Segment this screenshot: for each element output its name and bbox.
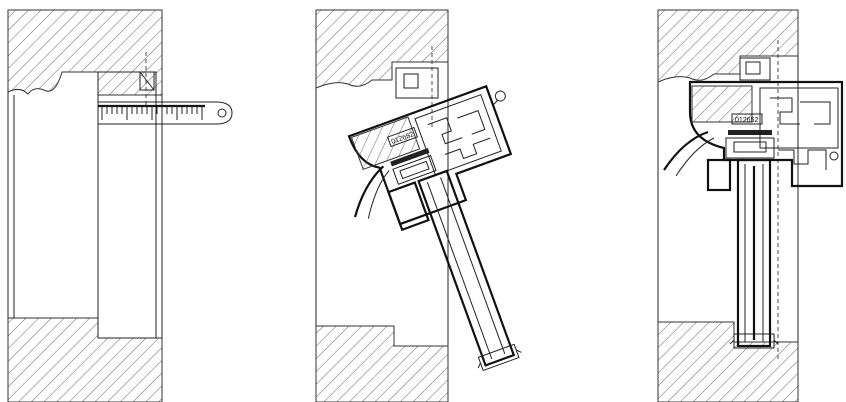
measuring-gauge	[97, 101, 233, 125]
gauge-hole-icon	[217, 108, 227, 118]
lower-wall-section	[7, 317, 163, 402]
pivot-hole-icon	[829, 151, 839, 161]
glazing-unit	[736, 158, 772, 348]
pivot-hole-icon	[494, 90, 506, 102]
lower-wall-section	[315, 325, 449, 402]
upper-wall-section	[657, 9, 799, 83]
frame-profile	[347, 84, 513, 226]
upper-wall-section	[7, 9, 163, 96]
wall-opening	[97, 71, 157, 339]
lower-wall-section	[657, 321, 799, 402]
profile-label: 012652	[735, 117, 758, 124]
glazing-unit	[417, 169, 516, 367]
panel-gauge-step	[7, 9, 233, 402]
panel-tilted-insertion: 012652	[315, 9, 522, 402]
panel-installed-window: 012652	[657, 9, 844, 402]
upper-wall-section	[315, 9, 449, 89]
frame-profile	[688, 80, 844, 188]
